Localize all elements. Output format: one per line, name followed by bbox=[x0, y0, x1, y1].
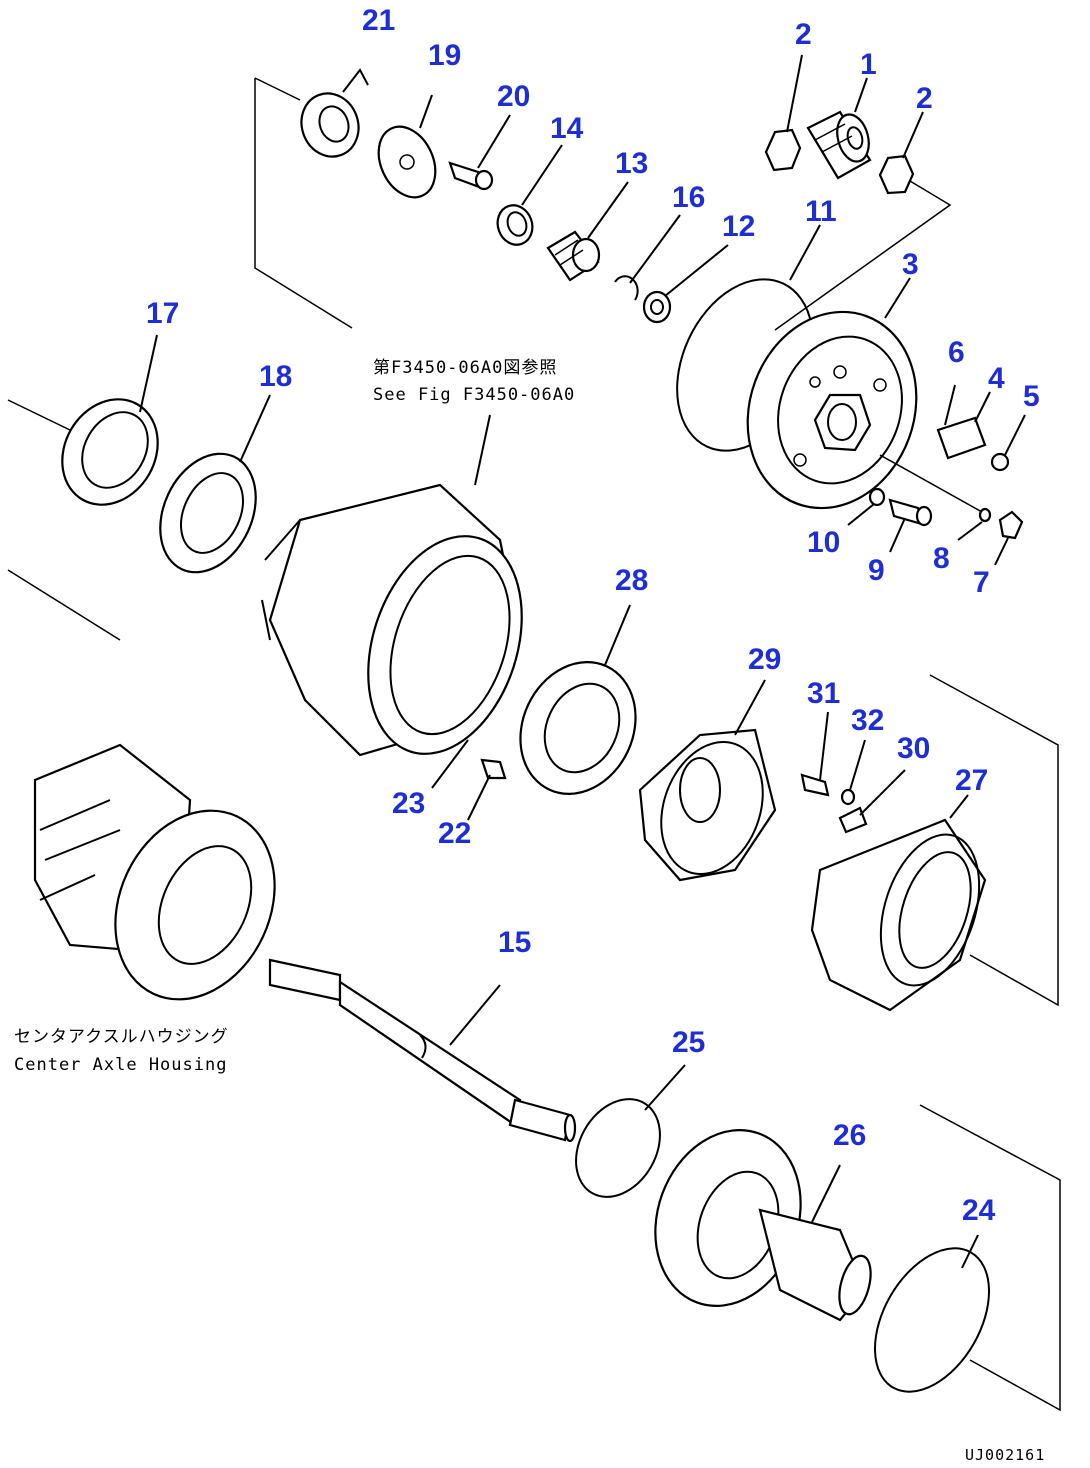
callout-17: 17 bbox=[146, 297, 179, 330]
part-26-sun-shaft-hub bbox=[654, 1129, 872, 1322]
callout-15: 15 bbox=[498, 926, 531, 959]
part-12-washer bbox=[642, 244, 729, 324]
callout-31: 31 bbox=[807, 677, 840, 710]
callout-11: 11 bbox=[805, 195, 837, 228]
callout-5: 5 bbox=[1023, 380, 1040, 413]
part-10-washer bbox=[847, 487, 886, 526]
callout-22: 22 bbox=[438, 817, 471, 850]
housing-jp: センタアクスルハウジング bbox=[14, 1027, 229, 1047]
callout-32: 32 bbox=[851, 704, 884, 737]
callout-18: 18 bbox=[259, 360, 292, 393]
part-13-needle-bearing bbox=[546, 181, 629, 282]
callout-23: 23 bbox=[392, 787, 425, 820]
callout-21: 21 bbox=[362, 4, 395, 37]
callout-25: 25 bbox=[672, 1026, 705, 1059]
part-1-roller-bearing bbox=[806, 77, 872, 180]
callout-2a: 2 bbox=[795, 18, 812, 51]
part-30-lock-plate bbox=[838, 769, 906, 834]
part-9-bolt bbox=[888, 498, 933, 553]
callout-30: 30 bbox=[897, 732, 930, 765]
callout-24: 24 bbox=[962, 1194, 996, 1227]
callout-9: 9 bbox=[868, 554, 885, 587]
part-5-ball bbox=[990, 414, 1026, 472]
see-fig-en: See Fig F3450-06A0 bbox=[373, 385, 575, 405]
callout-13: 13 bbox=[615, 147, 648, 180]
part-center-axle-housing bbox=[33, 743, 276, 1001]
callout-2b: 2 bbox=[916, 82, 933, 115]
callout-8: 8 bbox=[933, 542, 950, 575]
part-14-bushing bbox=[496, 144, 563, 246]
callout-28: 28 bbox=[615, 564, 648, 597]
callout-20: 20 bbox=[497, 80, 530, 113]
part-20-bolt bbox=[448, 114, 511, 191]
callout-3: 3 bbox=[902, 248, 919, 281]
part-27-ring-gear bbox=[810, 794, 987, 1012]
part-7-plug bbox=[994, 510, 1024, 566]
housing-note: センタアクスルハウジング Center Axle Housing bbox=[14, 1027, 229, 1075]
housing-en: Center Axle Housing bbox=[14, 1055, 227, 1075]
part-31-bolt bbox=[800, 711, 830, 797]
reference-note: 第F3450-06A0図参照 See Fig F3450-06A0 bbox=[373, 358, 575, 405]
part-25-o-ring bbox=[575, 1064, 686, 1198]
part-wheel-hub bbox=[261, 414, 523, 757]
part-15-axle-shaft bbox=[268, 958, 577, 1143]
part-2-nut-upper bbox=[764, 54, 803, 172]
see-fig-jp: 第F3450-06A0図参照 bbox=[373, 358, 557, 378]
part-18-tapered-bearing bbox=[159, 394, 271, 574]
drawing-code: UJ002161 bbox=[965, 1446, 1045, 1464]
part-19-plate bbox=[377, 94, 437, 199]
callout-4: 4 bbox=[988, 362, 1005, 395]
callout-labels: 21 19 20 14 13 16 12 11 2 1 2 3 6 4 5 10… bbox=[146, 4, 1040, 1227]
part-6-pin bbox=[944, 384, 956, 426]
callout-27: 27 bbox=[955, 764, 988, 797]
callout-14: 14 bbox=[550, 112, 584, 145]
callout-26: 26 bbox=[833, 1119, 866, 1152]
callout-1: 1 bbox=[860, 48, 877, 81]
callout-16: 16 bbox=[672, 181, 705, 214]
part-16-snap-ring bbox=[614, 214, 681, 301]
part-3-planetary-carrier bbox=[746, 277, 918, 510]
callout-6: 6 bbox=[948, 336, 965, 369]
part-22-bolt bbox=[467, 758, 507, 821]
part-23-pin bbox=[431, 739, 469, 789]
part-28-bearing bbox=[519, 604, 637, 795]
callout-12: 12 bbox=[722, 210, 755, 243]
part-29-retainer bbox=[638, 679, 777, 882]
bracket-lines bbox=[7, 77, 1061, 1412]
part-21-thrust-washer bbox=[300, 68, 369, 158]
callout-10: 10 bbox=[807, 526, 840, 559]
callout-7: 7 bbox=[973, 566, 990, 599]
part-32-washer bbox=[840, 739, 866, 806]
callout-19: 19 bbox=[428, 39, 461, 72]
part-2-nut-lower bbox=[878, 111, 924, 195]
part-24-o-ring bbox=[874, 1234, 990, 1393]
part-17-oil-seal bbox=[61, 334, 159, 506]
part-4-shaft bbox=[936, 391, 991, 460]
callout-29: 29 bbox=[748, 643, 781, 676]
part-8-washer bbox=[879, 454, 992, 541]
